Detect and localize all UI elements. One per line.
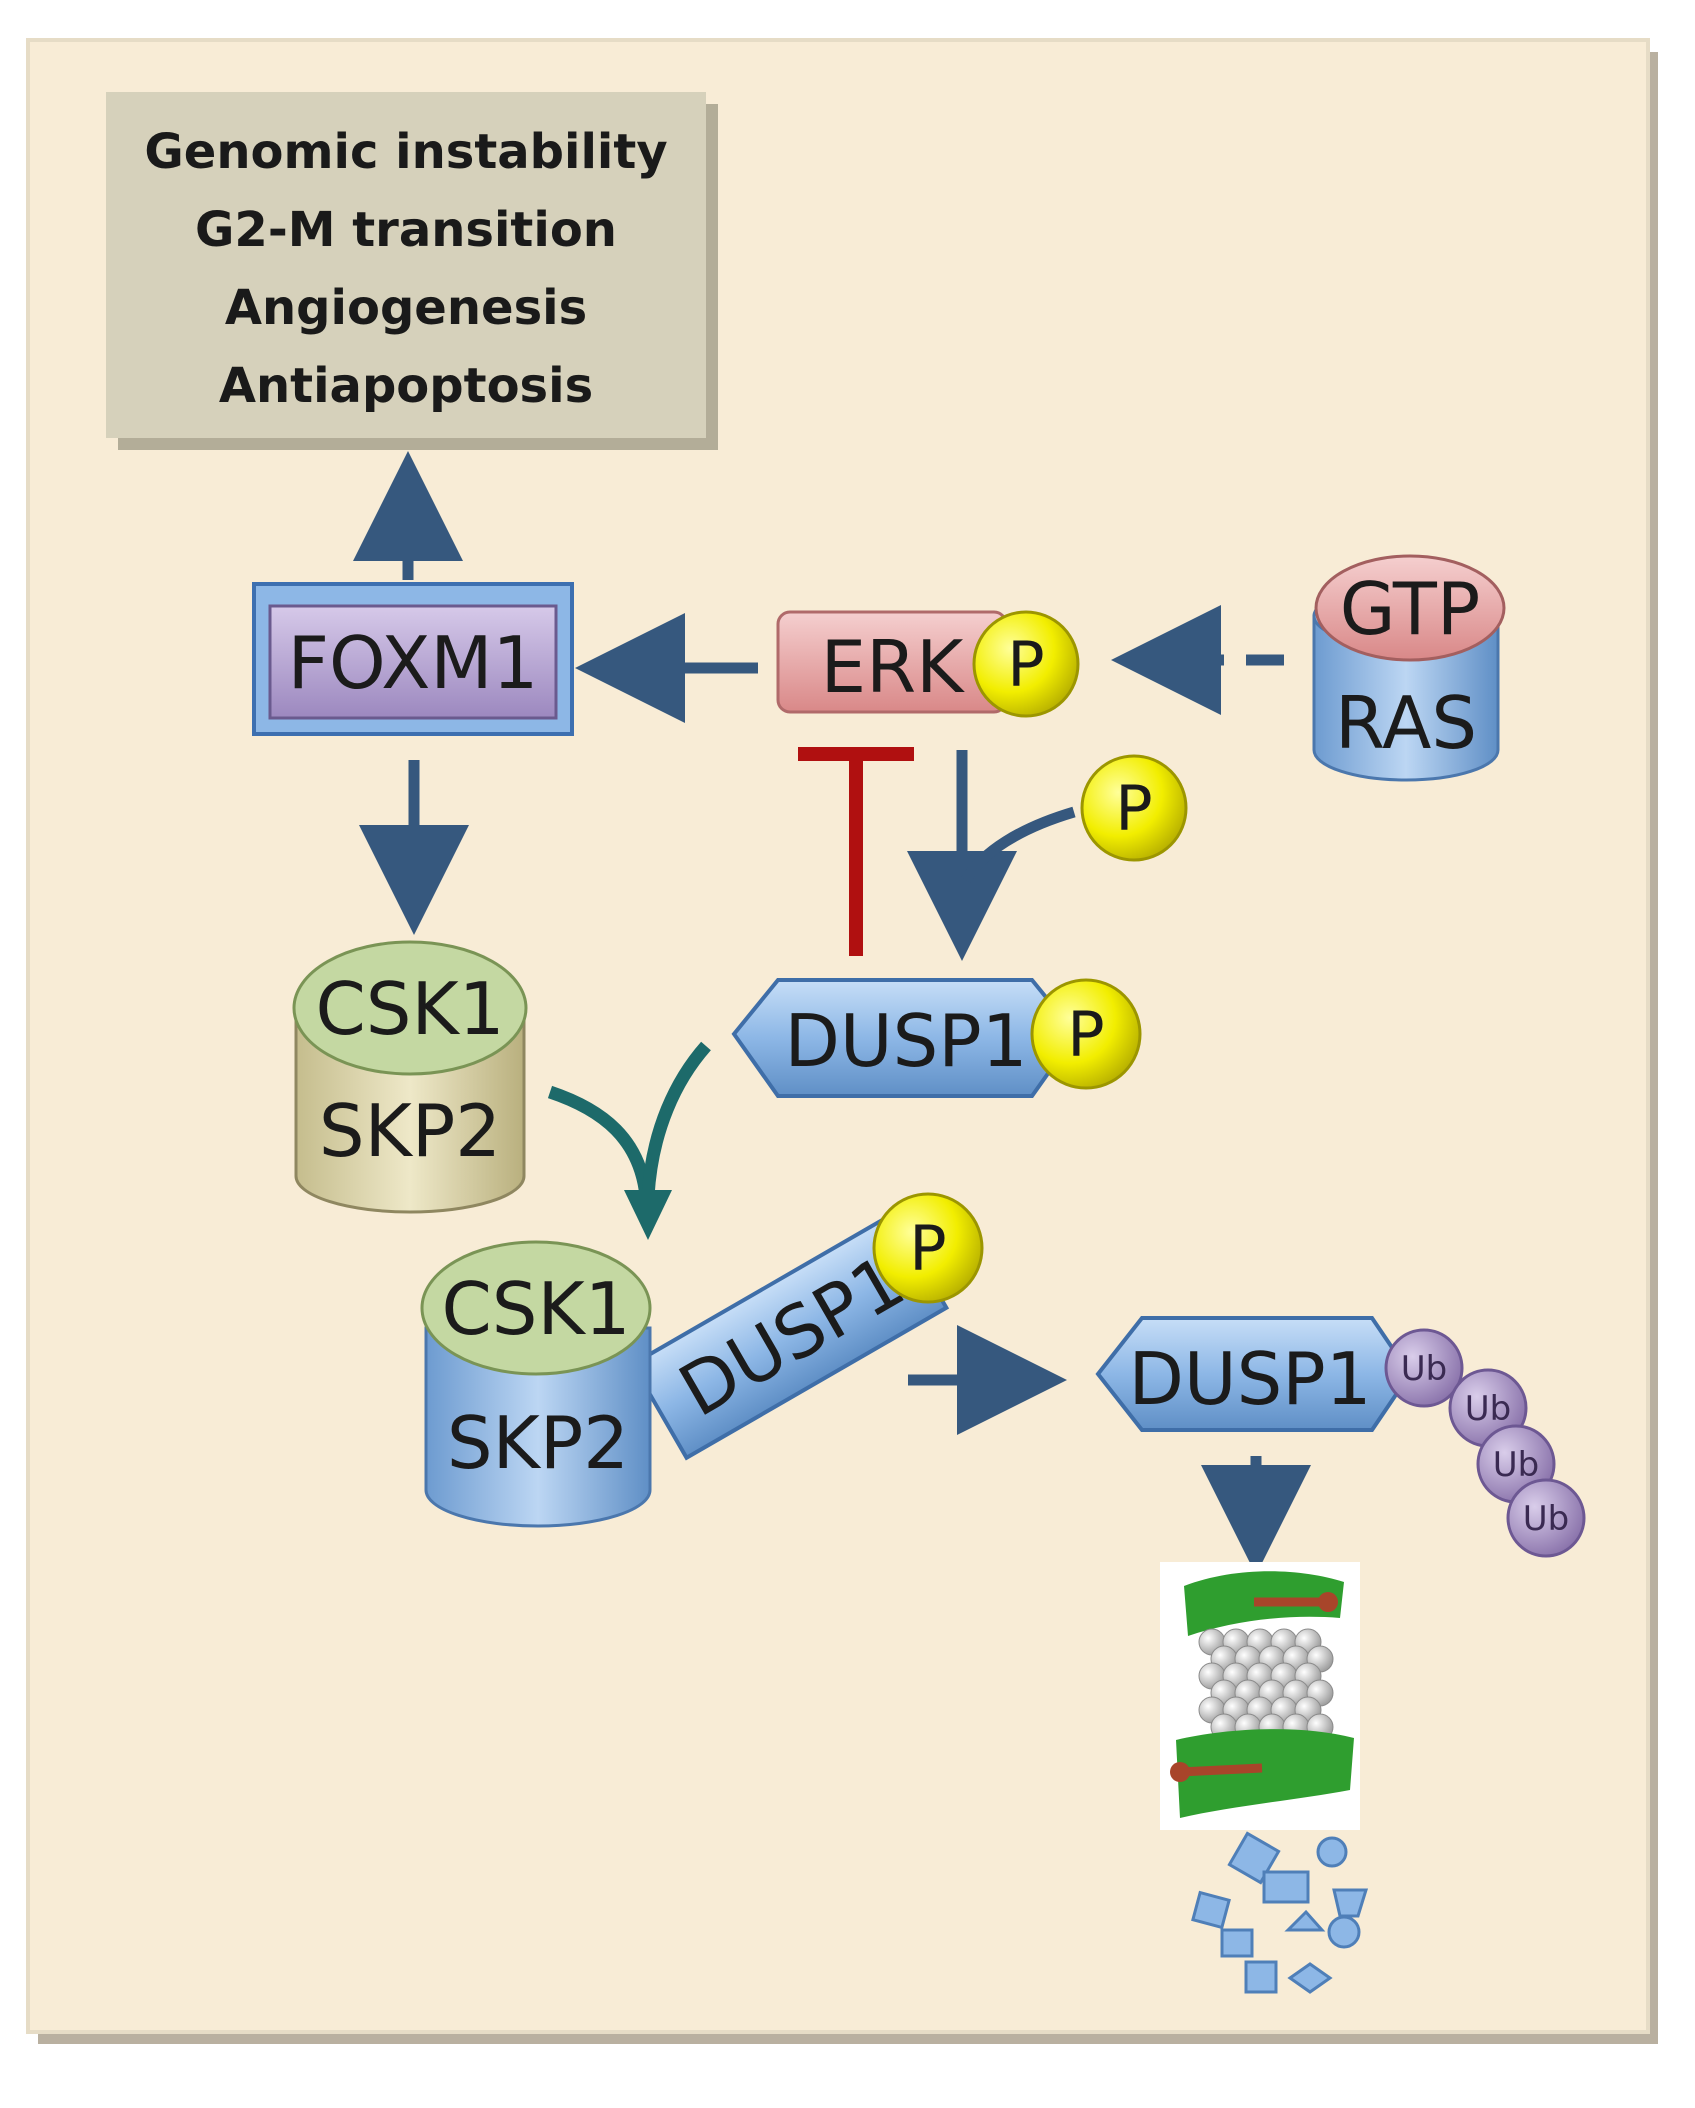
complex-dusp1-phospho-label: P bbox=[909, 1212, 946, 1285]
complex-node: DUSP1 P SKP2 CSK1 bbox=[420, 1192, 984, 1528]
complex-skp2-body bbox=[424, 1326, 652, 1528]
free-phospho-label: P bbox=[1115, 772, 1152, 845]
erk-label: ERK bbox=[821, 625, 966, 709]
fragment-10 bbox=[1287, 1962, 1333, 1994]
binding-arc-from-dusp1 bbox=[641, 1041, 711, 1197]
free-phospho-circle bbox=[1080, 754, 1188, 862]
fragment-6 bbox=[1284, 1909, 1326, 1932]
arrow-phospho-join bbox=[961, 806, 1076, 883]
proteasome bbox=[1160, 1562, 1360, 1830]
fragment-1 bbox=[1227, 1831, 1281, 1885]
gtp-ellipse bbox=[1314, 554, 1506, 662]
skp2-label: SKP2 bbox=[319, 1089, 501, 1173]
inhibition-dusp1-erk bbox=[798, 747, 914, 956]
ras-label: RAS bbox=[1335, 681, 1477, 765]
proteasome-core bbox=[1198, 1628, 1334, 1741]
binding-arc-from-skp2 bbox=[547, 1085, 653, 1197]
ub-1-label: Ub bbox=[1401, 1349, 1447, 1389]
outcome-antiapoptosis: Antiapoptosis bbox=[219, 358, 593, 414]
complex-skp2-label: SKP2 bbox=[447, 1401, 629, 1485]
outcome-genomic-instability: Genomic instability bbox=[144, 124, 667, 180]
ras-body bbox=[1312, 614, 1500, 782]
complex-csk1-label: CSK1 bbox=[442, 1267, 631, 1351]
fragment-8 bbox=[1327, 1915, 1361, 1949]
proteasome-top-key-head bbox=[1318, 1592, 1338, 1612]
binding-arrowhead bbox=[624, 1190, 672, 1240]
ub-dusp1-label: DUSP1 bbox=[1128, 1337, 1371, 1421]
complex-dusp1-phospho bbox=[872, 1192, 984, 1304]
ub-2-label: Ub bbox=[1465, 1389, 1511, 1429]
erk-phospho-label: P bbox=[1007, 628, 1044, 701]
fragment-9 bbox=[1244, 1960, 1278, 1994]
ub-3-label: Ub bbox=[1493, 1445, 1539, 1485]
fragment-2 bbox=[1316, 1836, 1348, 1868]
dusp1-node: DUSP1 P bbox=[731, 978, 1142, 1098]
csk1-skp2-node: SKP2 CSK1 bbox=[292, 940, 528, 1214]
outcome-angiogenesis: Angiogenesis bbox=[225, 280, 587, 336]
csk1-ellipse bbox=[292, 940, 528, 1076]
ub-1 bbox=[1384, 1328, 1464, 1408]
fragment-3 bbox=[1262, 1870, 1310, 1904]
ub-dusp1-node: DUSP1 Ub Ub Ub Ub bbox=[1095, 1316, 1586, 1558]
proteasome-bottom-key bbox=[1179, 1763, 1263, 1777]
dusp1-label: DUSP1 bbox=[784, 999, 1027, 1083]
skp2-body bbox=[294, 1018, 526, 1214]
dusp1-phospho bbox=[1030, 978, 1142, 1090]
foxm1-inner bbox=[268, 604, 558, 720]
proteasome-bottom-cap bbox=[1176, 1729, 1354, 1818]
fragment-7 bbox=[1220, 1928, 1254, 1958]
ub-4 bbox=[1506, 1478, 1586, 1558]
fragment-4 bbox=[1332, 1888, 1369, 1918]
ras-gtp-node: RAS GTP bbox=[1312, 554, 1506, 782]
erk-node: ERK P bbox=[776, 610, 1080, 718]
dusp1-phospho-label: P bbox=[1067, 998, 1104, 1071]
proteasome-bottom-key-head bbox=[1170, 1762, 1190, 1782]
gtp-label: GTP bbox=[1340, 567, 1481, 651]
free-phospho: P bbox=[1080, 754, 1188, 862]
fragment-5 bbox=[1191, 1890, 1231, 1930]
arrows bbox=[353, 451, 1311, 1575]
complex-csk1-ellipse bbox=[420, 1240, 652, 1376]
ub-4-label: Ub bbox=[1523, 1499, 1569, 1539]
csk1-label: CSK1 bbox=[316, 967, 505, 1051]
peptide-fragments bbox=[1191, 1831, 1369, 1994]
outcome-box bbox=[106, 92, 706, 438]
erk-phospho bbox=[972, 610, 1080, 718]
outcome-g2m-transition: G2-M transition bbox=[195, 202, 617, 258]
arrow-binding-convergence bbox=[547, 1041, 711, 1240]
foxm1-node: FOXM1 bbox=[252, 582, 574, 736]
foxm1-label: FOXM1 bbox=[288, 621, 539, 705]
